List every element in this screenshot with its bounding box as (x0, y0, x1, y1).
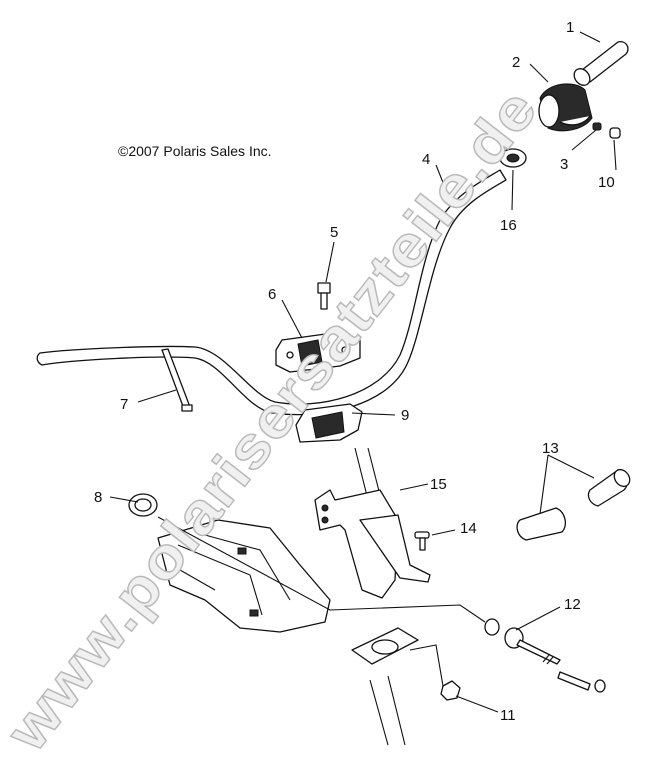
copyright-text: ©2007 Polaris Sales Inc. (118, 143, 272, 159)
switch-housing (516, 468, 631, 541)
small-cap (609, 127, 621, 139)
callout-11: 11 (500, 707, 516, 724)
watermark: www.polarisersatzteile.de (0, 77, 550, 764)
screw (414, 531, 430, 551)
callout-3: 3 (560, 156, 568, 173)
callout-16: 16 (500, 217, 517, 234)
long-rod (161, 348, 193, 412)
callout-1: 1 (566, 19, 574, 36)
pod-housing (157, 519, 331, 633)
cable-assembly (484, 618, 606, 693)
leader-lines (109, 31, 617, 713)
small-nut (592, 122, 602, 131)
callout-13: 13 (542, 440, 559, 457)
steering-column (351, 447, 419, 746)
bushing (499, 148, 527, 168)
callout-9: 9 (401, 407, 409, 424)
bolt (317, 282, 331, 310)
callout-15: 15 (430, 476, 447, 493)
callout-10: 10 (598, 174, 615, 191)
callout-12: 12 (564, 596, 581, 613)
callout-7: 7 (120, 396, 128, 413)
lower-clamp (295, 403, 363, 443)
handlebar (36, 169, 507, 416)
grip-end (573, 41, 629, 86)
nut (440, 680, 461, 701)
callout-2: 2 (512, 54, 520, 71)
callout-14: 14 (460, 520, 477, 537)
callout-5: 5 (330, 224, 338, 241)
upper-clamp (275, 331, 361, 373)
grommet (128, 493, 158, 517)
callout-4: 4 (422, 151, 430, 168)
grip-block (538, 83, 593, 132)
callout-6: 6 (268, 286, 276, 303)
callout-8: 8 (94, 489, 102, 506)
mount-bracket (314, 489, 431, 599)
